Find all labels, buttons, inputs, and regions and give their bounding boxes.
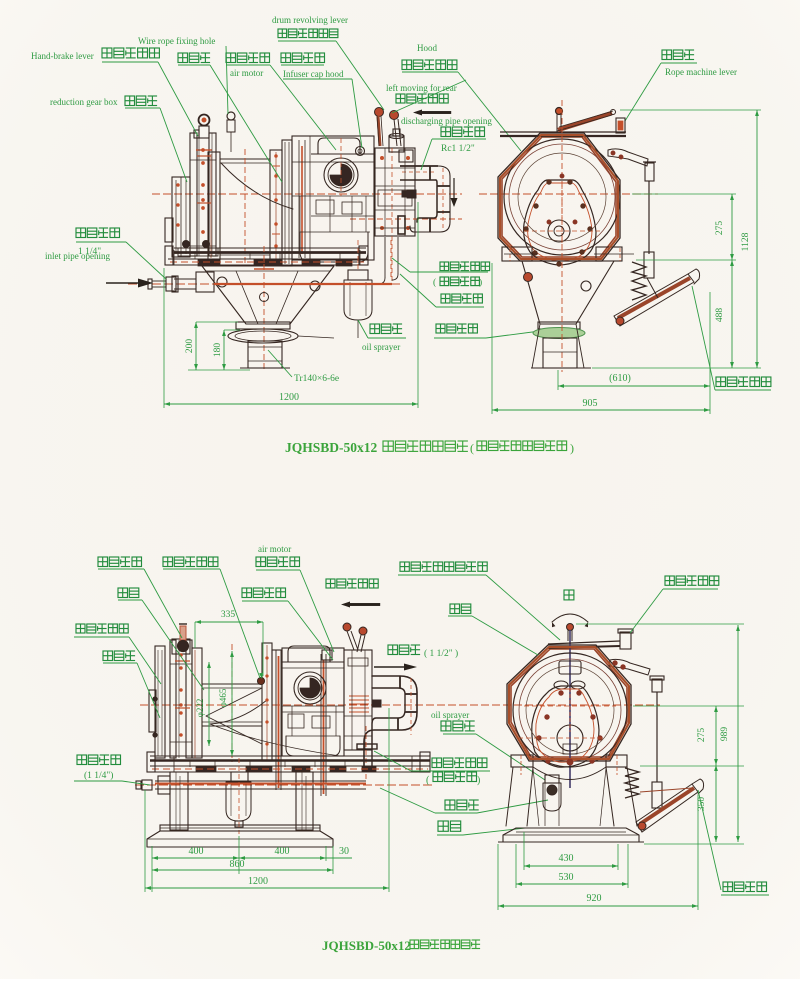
svg-text:430: 430 (559, 853, 574, 864)
svg-text:air motor: air motor (258, 544, 291, 554)
svg-text:air motor: air motor (230, 68, 263, 78)
svg-text:Hand-brake lever: Hand-brake lever (31, 51, 94, 61)
svg-text:400: 400 (275, 846, 290, 857)
svg-text:inlet pipe opening: inlet pipe opening (45, 251, 110, 261)
svg-text:400: 400 (189, 846, 204, 857)
svg-text:JQHSBD-50x12: JQHSBD-50x12 (285, 440, 378, 455)
svg-text:(: ( (470, 441, 474, 455)
svg-text:(1 1/4"): (1 1/4") (84, 770, 113, 781)
svg-text:30: 30 (339, 846, 349, 857)
svg-text:989: 989 (720, 727, 730, 742)
svg-text:860: 860 (230, 859, 245, 870)
svg-text:530: 530 (559, 872, 574, 883)
svg-text:reduction gear box: reduction gear box (50, 97, 118, 107)
svg-text:(: ( (433, 277, 436, 288)
svg-text:1 1/4": 1 1/4" (78, 247, 101, 257)
svg-text:(: ( (426, 775, 430, 786)
svg-text:1200: 1200 (279, 392, 299, 403)
svg-text:1200: 1200 (248, 876, 268, 887)
svg-text:φ465: φ465 (218, 688, 228, 707)
svg-text:drum revolving lever: drum revolving lever (272, 15, 348, 25)
svg-text:left moving for rear: left moving for rear (386, 83, 457, 93)
svg-text:oil sprayer: oil sprayer (431, 710, 469, 720)
svg-text:discharging pipe opening: discharging pipe opening (401, 116, 492, 126)
svg-text:Rc1 1/2": Rc1 1/2" (441, 144, 475, 154)
svg-text:): ) (477, 775, 480, 786)
svg-text:Hood: Hood (417, 43, 437, 53)
svg-text:oil sprayer: oil sprayer (362, 342, 400, 352)
svg-text:): ) (570, 441, 574, 455)
svg-text:JQHSBD-50x12: JQHSBD-50x12 (322, 938, 411, 953)
svg-text:335: 335 (221, 610, 236, 620)
svg-text:): ) (479, 277, 482, 288)
svg-text:905: 905 (583, 398, 598, 409)
svg-text:(610): (610) (609, 373, 631, 384)
svg-text:275: 275 (715, 221, 725, 236)
svg-text:Wire rope fixing hole: Wire rope fixing hole (138, 36, 215, 46)
svg-text:φ222: φ222 (195, 699, 205, 718)
svg-text:Rope machine lever: Rope machine lever (665, 67, 737, 77)
svg-text:Infuser cap hood: Infuser cap hood (283, 69, 344, 79)
svg-text:200: 200 (185, 339, 195, 354)
svg-text:488: 488 (715, 308, 725, 323)
svg-text:275: 275 (697, 728, 707, 743)
svg-text:920: 920 (587, 893, 602, 904)
svg-text:350: 350 (697, 797, 707, 812)
svg-text:180: 180 (213, 343, 223, 358)
svg-text:Tr140×6-6e: Tr140×6-6e (294, 374, 339, 384)
svg-text:( 1 1/2" ): ( 1 1/2" ) (424, 648, 458, 659)
svg-text:1128: 1128 (741, 232, 751, 251)
